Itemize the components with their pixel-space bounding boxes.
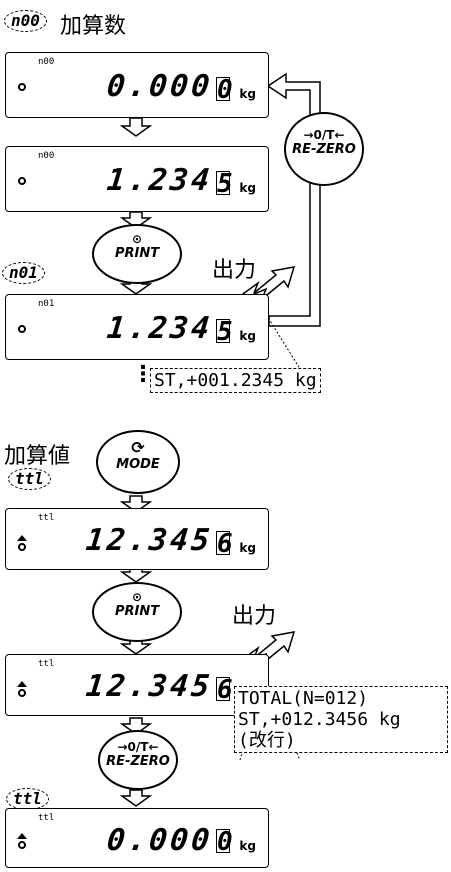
- display-value: 0.000: [104, 69, 214, 104]
- unit-label: kg: [239, 181, 256, 195]
- display-last-digit: 6: [216, 529, 233, 559]
- display-loaded: n00 1.234 5 kg: [5, 146, 269, 212]
- stable-indicator: [18, 841, 26, 849]
- display-value: 1.234: [104, 163, 214, 198]
- rezero-icon: →0/T←: [117, 740, 159, 754]
- mode-button[interactable]: ⟳ MODE: [96, 430, 180, 494]
- output-line-value: ST,+012.3456 kg: [238, 709, 401, 730]
- unit-label: kg: [239, 87, 256, 101]
- output-caption-1: 出力: [212, 258, 257, 283]
- display-value: 1.234: [104, 311, 214, 346]
- mode-label-ttl: ttl: [8, 468, 51, 490]
- stable-indicator: [18, 689, 26, 697]
- display-mode: ttl: [38, 513, 55, 523]
- display-value: 12.345: [83, 523, 214, 558]
- display-mode: n00: [38, 57, 55, 67]
- mode-label-n01: n01: [2, 262, 45, 284]
- print-icon: ⊙: [131, 232, 143, 246]
- rezero-label: RE-ZERO: [292, 142, 356, 157]
- print-label: PRINT: [114, 246, 160, 261]
- unit-label: kg: [239, 541, 256, 555]
- ellipsis: ⋮: [132, 362, 154, 387]
- print-label: PRINT: [114, 604, 160, 619]
- unit-label: kg: [239, 839, 256, 853]
- display-added: n01 1.234 5 kg: [5, 294, 269, 360]
- stable-indicator: [18, 83, 26, 91]
- mode-label: MODE: [116, 457, 160, 472]
- display-last-digit: 5: [216, 169, 233, 199]
- rezero-label: RE-ZERO: [106, 754, 170, 769]
- mode-icon: ⟳: [131, 438, 145, 457]
- display-value: 12.345: [83, 669, 214, 704]
- display-initial: n00 0.000 0 kg: [5, 52, 269, 118]
- output-text-2: TOTAL(N=012) ST,+012.3456 kg (改行): [234, 686, 448, 753]
- output-line-crlf: (改行): [238, 730, 296, 751]
- display-mode: n01: [38, 299, 55, 309]
- print-icon: ⊙: [131, 590, 143, 604]
- display-value: 0.000: [104, 823, 214, 858]
- display-last-digit: 5: [216, 317, 233, 347]
- display-total: ttl 12.345 6 kg: [5, 508, 269, 570]
- output-text-1: ST,+001.2345 kg: [150, 368, 321, 393]
- unit-label: kg: [239, 329, 256, 343]
- add-count-caption: 加算数: [60, 14, 127, 39]
- display-total-cleared: ttl 0.000 0 kg: [5, 808, 269, 868]
- display-last-digit: 0: [216, 75, 233, 105]
- total-indicator: [17, 833, 27, 839]
- rezero-button-2[interactable]: →0/T← RE-ZERO: [98, 730, 178, 790]
- display-mode: ttl: [38, 813, 55, 823]
- mode-label-n00: n00: [4, 10, 47, 32]
- rezero-icon: →0/T←: [303, 128, 345, 142]
- down-arrows: [119, 117, 153, 807]
- mode-label-ttl-2: ttl: [6, 788, 49, 810]
- output-caption-2: 出力: [232, 604, 277, 629]
- print-button[interactable]: ⊙ PRINT: [92, 224, 182, 284]
- display-total-output: ttl 12.345 6 kg: [5, 654, 269, 716]
- stable-indicator: [18, 177, 26, 185]
- total-caption: 加算値: [4, 444, 71, 469]
- total-indicator: [17, 681, 27, 687]
- display-last-digit: 6: [216, 675, 233, 705]
- display-last-digit: 0: [216, 827, 233, 857]
- display-mode: ttl: [38, 659, 55, 669]
- print-button-2[interactable]: ⊙ PRINT: [92, 582, 182, 642]
- stable-indicator: [18, 543, 26, 551]
- total-indicator: [17, 535, 27, 541]
- stable-indicator: [18, 325, 26, 333]
- output-line-total: TOTAL(N=012): [238, 688, 369, 709]
- display-mode: n00: [38, 151, 55, 161]
- rezero-button[interactable]: →0/T← RE-ZERO: [284, 112, 364, 186]
